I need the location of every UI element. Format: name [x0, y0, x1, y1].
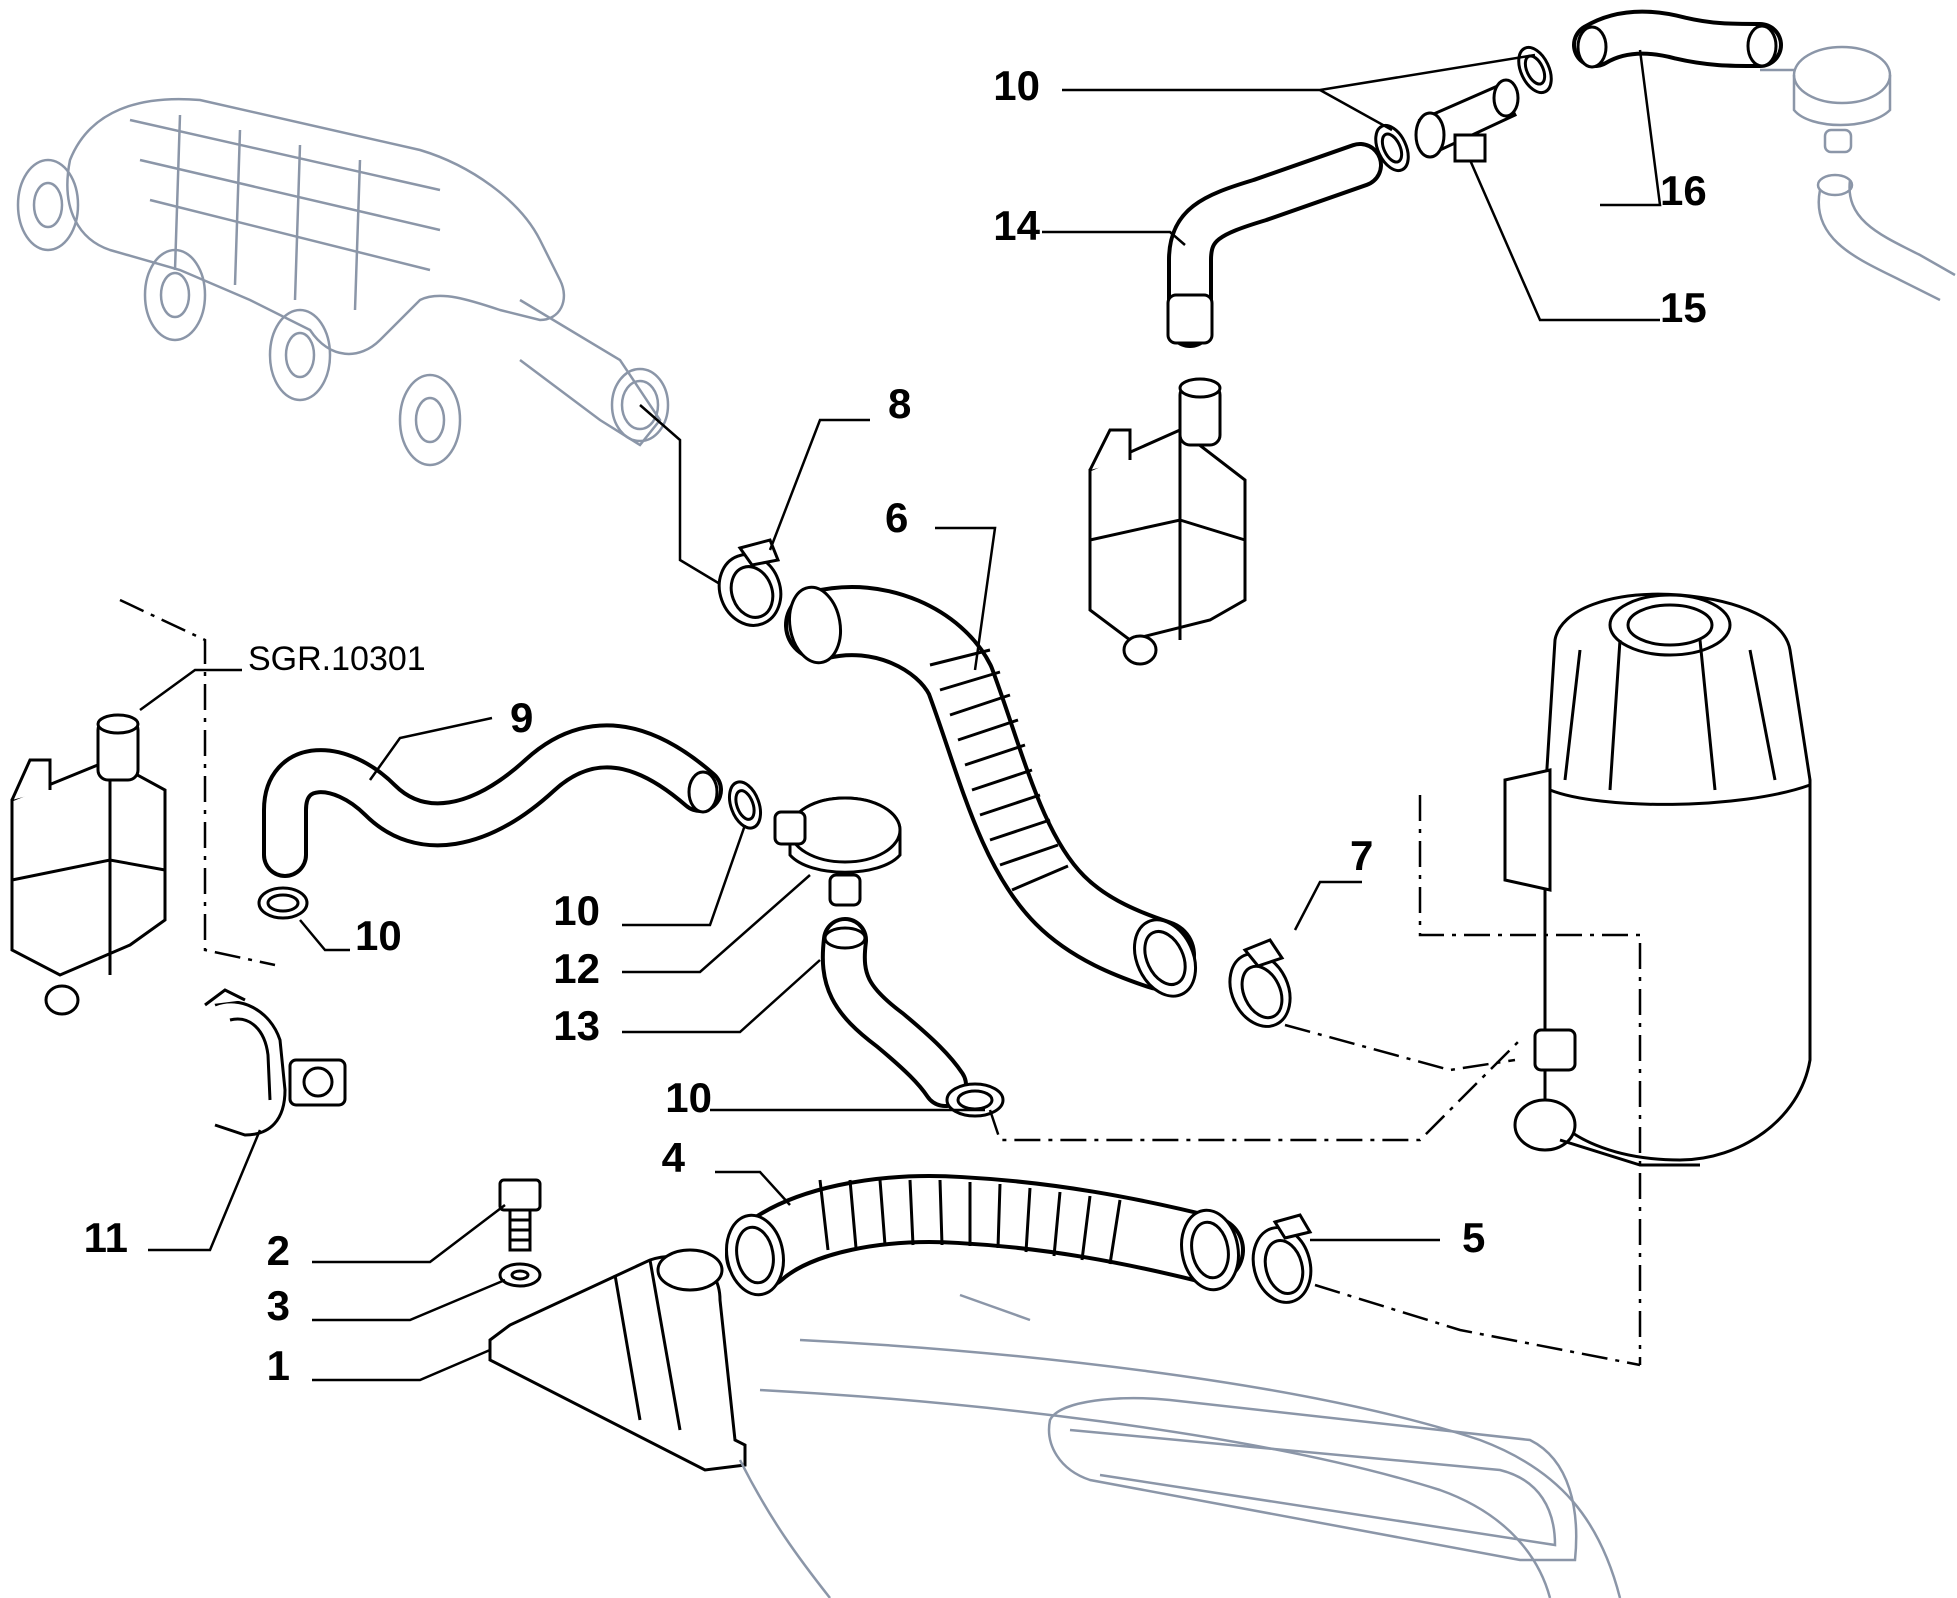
washer-3 [498, 1262, 542, 1288]
clamp-8 [717, 538, 783, 627]
hose-13 [820, 917, 968, 1108]
label-2: 2 [267, 1227, 290, 1274]
clamp-7 [1228, 938, 1292, 1028]
reference-sgr: SGR.10301 [248, 640, 426, 678]
label-11: 11 [84, 1214, 128, 1261]
hose-4 [725, 1174, 1245, 1297]
label-7: 7 [1350, 832, 1373, 879]
air-filter-housing [1503, 592, 1812, 1167]
air-intake-1 [488, 1248, 747, 1472]
label-6: 6 [885, 494, 908, 541]
label-1: 1 [267, 1342, 290, 1389]
label-10-mid: 10 [553, 887, 600, 934]
dashdot-left-frame [119, 598, 276, 967]
clamp-10-mid [727, 780, 763, 830]
leader-lines [139, 49, 1662, 1382]
manifold-ghost [16, 97, 670, 467]
car-body-ghost [738, 1293, 1622, 1598]
label-9: 9 [510, 694, 533, 741]
label-15: 15 [1660, 284, 1707, 331]
dashdot-right-frame [1418, 795, 1642, 1365]
hose-16 [1572, 9, 1783, 69]
label-12: 12 [553, 945, 600, 992]
dashdot-clamp10 [988, 1039, 1521, 1142]
dashdot-clamp5 [1314, 1283, 1641, 1367]
bracket-11 [204, 988, 347, 1137]
clamp-5 [1251, 1213, 1313, 1304]
dashdot-clamp7 [1284, 1023, 1516, 1072]
label-14: 14 [993, 202, 1040, 249]
label-8: 8 [888, 380, 911, 427]
clamp-10-top-a [1374, 123, 1410, 173]
label-16: 16 [1660, 167, 1707, 214]
label-5: 5 [1462, 1214, 1485, 1261]
bolt-2 [498, 1178, 542, 1252]
label-3: 3 [267, 1282, 290, 1329]
label-10-top: 10 [993, 62, 1040, 109]
t-fitting-15 [1414, 78, 1520, 163]
valve-ghost-top-right [1760, 45, 1956, 302]
label-10-left: 10 [355, 912, 402, 959]
hose-9 [262, 723, 723, 878]
hose-6 [784, 585, 1197, 998]
oil-separator-tank-left [10, 713, 167, 1016]
leader-manifold [639, 404, 731, 592]
clamp-10-top-b [1517, 45, 1553, 95]
label-10-lower: 10 [665, 1074, 712, 1121]
clamp-10-left [257, 886, 309, 920]
valve-12 [773, 796, 902, 907]
hose-14 [1166, 142, 1383, 348]
label-4: 4 [662, 1134, 686, 1181]
oil-separator-tank-top [1088, 377, 1247, 666]
label-13: 13 [553, 1002, 600, 1049]
